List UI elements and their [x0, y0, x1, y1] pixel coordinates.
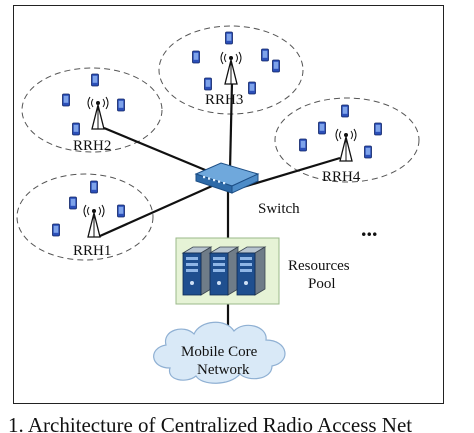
- rrh2-label: RRH2: [73, 138, 111, 154]
- cell-rrh2: [21, 67, 163, 153]
- mobile-device-icon: [90, 180, 98, 194]
- more-cells-ellipsis: ...: [361, 216, 378, 241]
- resources-pool-label-line1: Resources: [288, 258, 350, 274]
- mobile-device-icon: [72, 122, 80, 136]
- fronthaul-links: [99, 81, 341, 328]
- figure-caption: 1. Architecture of Centralized Radio Acc…: [8, 413, 412, 433]
- rrh3-label: RRH3: [205, 92, 243, 108]
- server-icon: [182, 246, 266, 296]
- mobile-device-icon: [248, 81, 256, 95]
- mobile-device-icon: [117, 98, 125, 112]
- tower-icon: [220, 51, 242, 85]
- mobile-device-icon: [364, 145, 372, 159]
- cell-rrh1: [16, 173, 154, 261]
- mobile-device-icon: [318, 121, 326, 135]
- mobile-device-icon: [52, 223, 60, 237]
- mobile-device-icon: [204, 77, 212, 91]
- rrh1-label: RRH1: [73, 243, 111, 259]
- mobile-device-icon: [261, 48, 269, 62]
- cell-rrh4: [274, 97, 420, 183]
- mobile-device-icon: [299, 138, 307, 152]
- tower-icon: [83, 204, 105, 238]
- mobile-device-icon: [272, 59, 280, 73]
- tower-icon: [335, 128, 357, 162]
- rrh4-label: RRH4: [322, 169, 361, 185]
- cloud-icon: [153, 321, 286, 384]
- resources-pool-label-line2: Pool: [308, 276, 336, 292]
- mobile-device-icon: [374, 122, 382, 136]
- mobile-device-icon: [192, 50, 200, 64]
- mobile-device-icon: [91, 73, 99, 87]
- mobile-device-icon: [69, 196, 77, 210]
- switch-label: Switch: [258, 201, 300, 217]
- tower-icon: [87, 96, 109, 130]
- switch-icon: [194, 162, 260, 194]
- mobile-device-icon: [117, 204, 125, 218]
- cloud-label-line1: Mobile Core: [181, 344, 258, 360]
- mobile-device-icon: [62, 93, 70, 107]
- cloud-label-line2: Network: [197, 362, 250, 378]
- mobile-device-icon: [225, 31, 233, 45]
- mobile-device-icon: [341, 104, 349, 118]
- figure-frame: [13, 5, 444, 404]
